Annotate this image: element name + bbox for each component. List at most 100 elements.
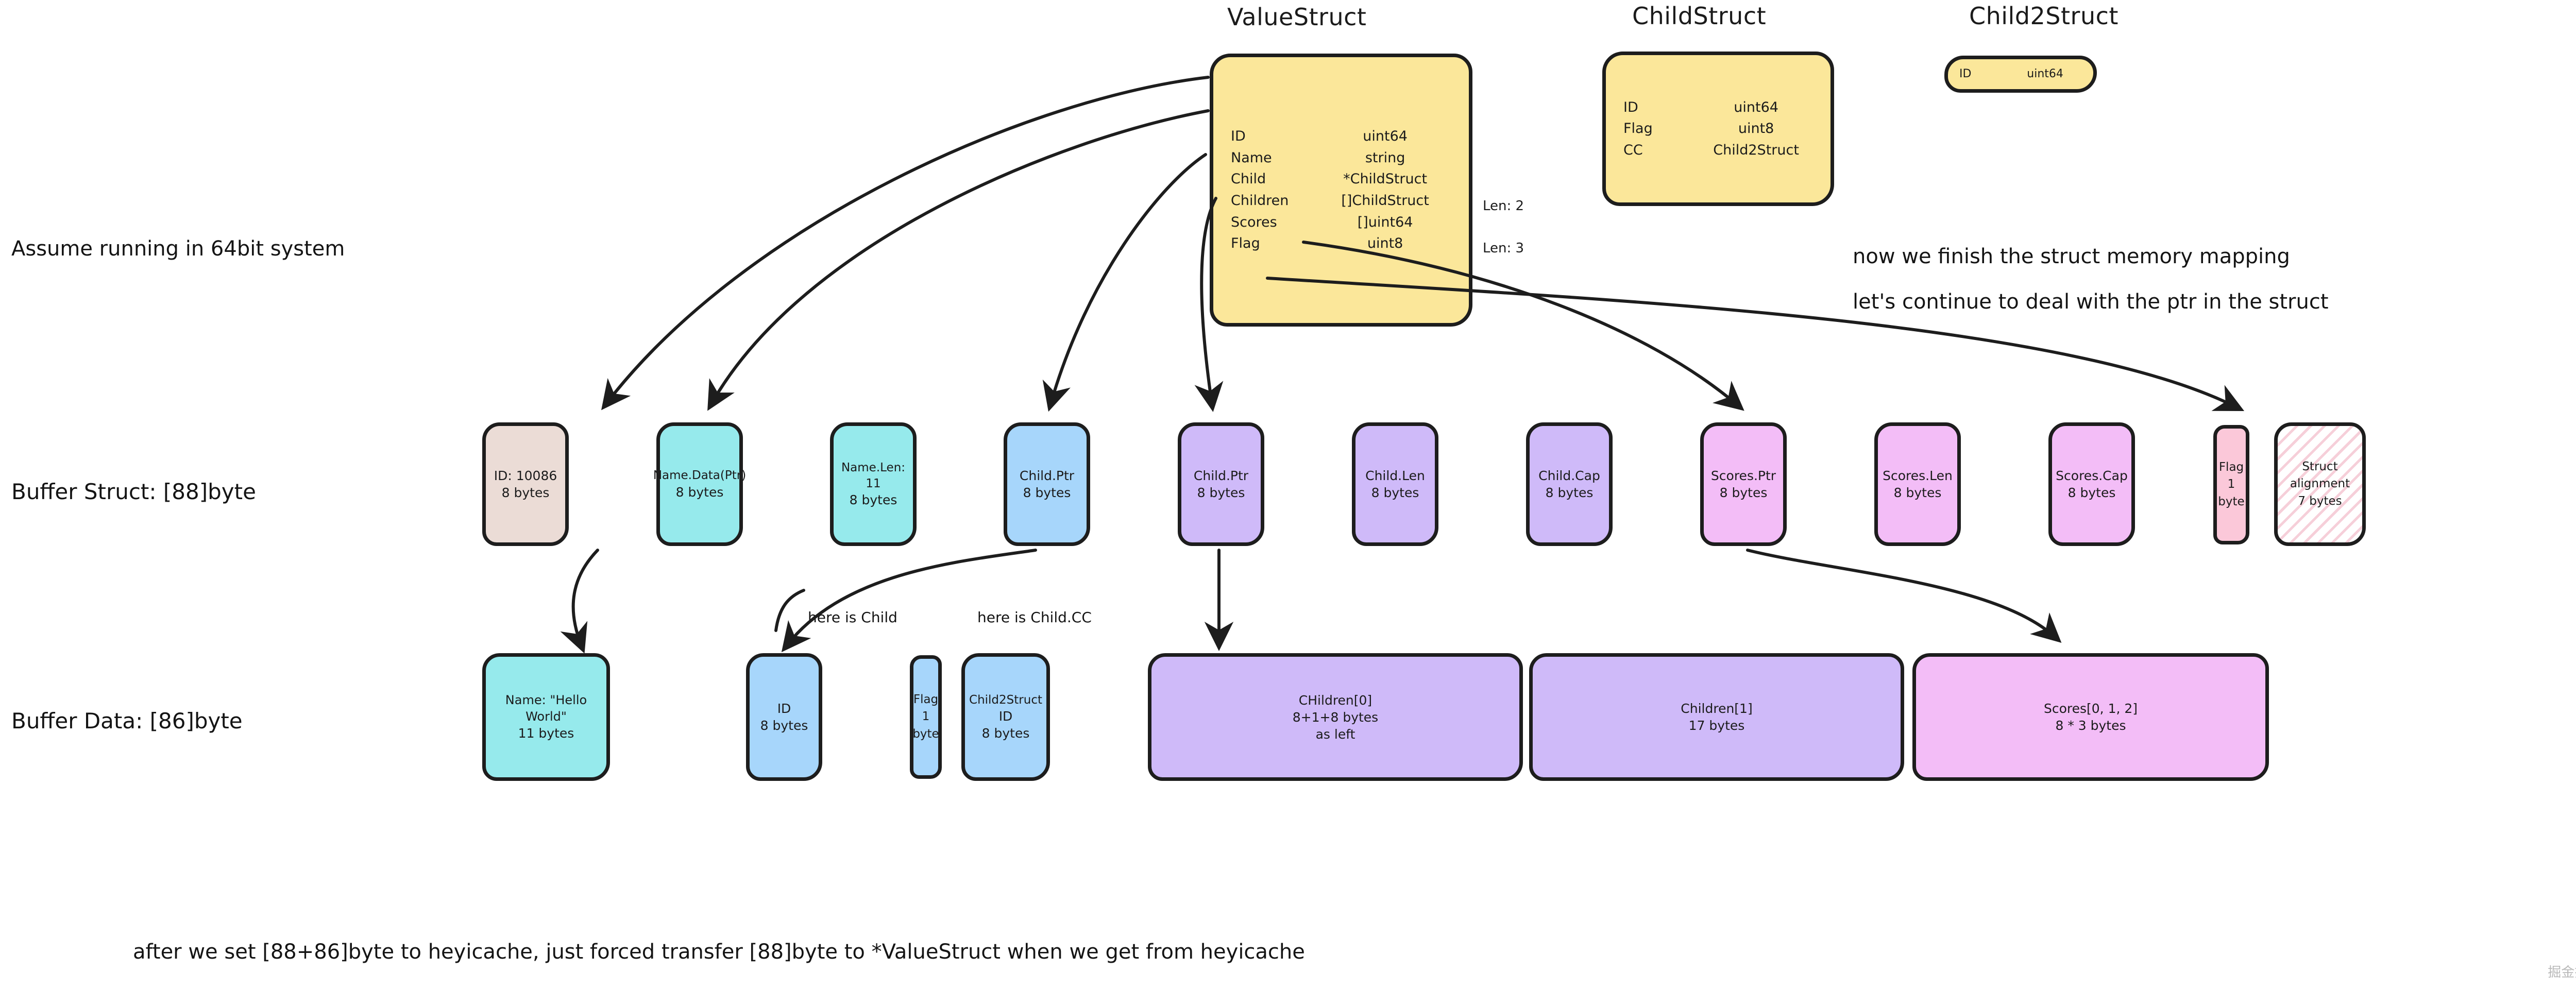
valuestruct-field-row: Flag uint8 [1231, 233, 1451, 254]
buffer-struct-cell: Scores.Ptr 8 bytes [1700, 422, 1787, 546]
buffer-struct-cell: Name.Len: 11 8 bytes [830, 422, 917, 546]
field-name: CC [1623, 142, 1643, 158]
cell-main: Children[1] [1681, 701, 1753, 716]
cell-sub: 8 bytes [1893, 485, 1942, 500]
cell-main: ID [777, 701, 791, 716]
cell-sub: 1 [2227, 478, 2235, 491]
field-type: Child2Struct [1713, 142, 1799, 158]
cell-sub: 8 * 3 bytes [2055, 718, 2126, 733]
valuestruct-field-row: Scores []uint64 [1231, 212, 1451, 233]
buffer-data-cell: CHildren[0] 8+1+8 bytes as left [1148, 653, 1523, 781]
cell-main: Child2Struct [969, 693, 1042, 707]
buffer-struct-cell-alignment: Struct alignment 7 bytes [2274, 422, 2366, 546]
buffer-struct-cell: Child.Len 8 bytes [1352, 422, 1438, 546]
cell-main: Scores.Len [1883, 468, 1953, 483]
cell-main: Child.Len [1365, 468, 1425, 483]
childstruct-field-row: CC Child2Struct [1623, 140, 1813, 161]
buffer-data-cell: Scores[0, 1, 2] 8 * 3 bytes [1912, 653, 2269, 781]
cell-main: Scores.Cap [2056, 468, 2128, 483]
field-name: Flag [1623, 121, 1653, 137]
cell-sub: alignment [2290, 477, 2350, 491]
scores-len-label: Len: 3 [1483, 241, 1524, 256]
cell-sub2: byte [2218, 494, 2245, 508]
cell-sub: 8 bytes [849, 492, 897, 507]
field-name: Name [1231, 149, 1272, 166]
cell-sub: 11 bytes [518, 726, 574, 741]
cell-main: Name.Data(Ptr) [653, 469, 747, 483]
cell-sub2: 8 bytes [981, 726, 1030, 741]
buffer-struct-cell-flag: Flag 1 byte [2213, 425, 2249, 544]
cell-main: CHildren[0] [1298, 692, 1372, 708]
cell-main: Name.Len: 11 [841, 461, 906, 490]
cell-sub: 8 bytes [1545, 485, 1594, 500]
buffer-struct-cell: Name.Data(Ptr) 8 bytes [653, 422, 747, 546]
buffer-struct-cell: Scores.Cap 8 bytes [2048, 422, 2135, 546]
cell-main: ID: 10086 [494, 468, 557, 483]
cell-main: Child.Cap [1538, 468, 1600, 483]
cell-sub: 1 [922, 710, 930, 724]
buffer-struct-cell: Scores.Len 8 bytes [1874, 422, 1961, 546]
children-len-label: Len: 2 [1483, 198, 1524, 214]
note-assume-64bit: Assume running in 64bit system [11, 237, 345, 261]
buffer-struct-cell: Child.Ptr 8 bytes [1178, 422, 1264, 546]
cell-sub: 8 bytes [2067, 485, 2116, 500]
cell-main: Child.Ptr [1019, 468, 1075, 483]
child2struct-field-row: ID uint64 [1959, 65, 2082, 83]
field-type: uint64 [2027, 67, 2063, 81]
field-name: ID [1959, 67, 1972, 81]
field-name: ID [1231, 128, 1246, 145]
buffer-struct-row-label: Buffer Struct: [88]byte [11, 479, 256, 504]
cell-sub: 8 bytes [501, 485, 550, 500]
valuestruct-field-row: ID uint64 [1231, 126, 1451, 147]
buffer-struct-cell: Child.Ptr 8 bytes [1004, 422, 1090, 546]
buffer-struct-cell: Child.Cap 8 bytes [1526, 422, 1613, 546]
field-type: string [1365, 149, 1405, 166]
buffer-data-cell: Child2Struct ID 8 bytes [961, 653, 1050, 781]
valuestruct-field-row: Children []ChildStruct [1231, 190, 1451, 212]
buffer-data-cell-flag: Flag 1 byte [910, 655, 942, 779]
cell-sub: 8 bytes [1719, 485, 1768, 500]
valuestruct-field-row: Name string [1231, 147, 1451, 169]
cell-sub: 17 bytes [1688, 718, 1745, 733]
childstruct-field-row: Flag uint8 [1623, 118, 1813, 140]
cell-sub2: 7 bytes [2298, 494, 2342, 508]
field-type: uint64 [1363, 128, 1408, 145]
cell-sub: 8 bytes [1023, 485, 1071, 500]
annotation-here-is-child: here is Child [808, 609, 897, 626]
field-type: uint8 [1738, 121, 1774, 137]
cell-main: Scores[0, 1, 2] [2043, 701, 2138, 716]
valuestruct-field-row: Child *ChildStruct [1231, 168, 1451, 190]
cell-main: Name: "Hello World" [505, 692, 587, 724]
cell-sub: 8 bytes [675, 484, 724, 500]
cell-sub: ID [998, 709, 1013, 724]
cell-sub: 8 bytes [760, 718, 808, 733]
field-name: Child [1231, 171, 1266, 187]
field-name: Scores [1231, 214, 1277, 230]
watermark: 掘金技术社区 @ yuadsl3010 [2548, 965, 2576, 980]
field-type: uint64 [1734, 99, 1778, 115]
cell-sub: 8+1+8 bytes [1292, 709, 1379, 725]
cell-sub: 8 bytes [1197, 485, 1245, 500]
valuestruct-box: ID uint64 Name string Child *ChildStruct… [1210, 54, 1472, 327]
field-type: *ChildStruct [1343, 171, 1428, 187]
field-type: []ChildStruct [1341, 193, 1429, 209]
cell-sub: 8 bytes [1371, 485, 1419, 500]
note-continue-ptr: let's continue to deal with the ptr in t… [1853, 290, 2329, 314]
cell-sub2: byte [912, 727, 939, 741]
valuestruct-title: ValueStruct [1227, 3, 1367, 31]
buffer-struct-cell: ID: 10086 8 bytes [482, 422, 569, 546]
field-type: uint8 [1367, 235, 1403, 252]
annotation-here-is-child-cc: here is Child.CC [977, 609, 1092, 626]
cell-main: Flag [2218, 460, 2244, 474]
field-type: []uint64 [1357, 214, 1413, 230]
childstruct-field-row: ID uint64 [1623, 97, 1813, 118]
buffer-data-cell: Name: "Hello World" 11 bytes [482, 653, 610, 781]
buffer-data-cell: Children[1] 17 bytes [1529, 653, 1904, 781]
field-name: Children [1231, 193, 1289, 209]
buffer-data-row-label: Buffer Data: [86]byte [11, 708, 243, 734]
cell-main: Struct [2302, 459, 2338, 473]
cell-sub2: as left [1315, 726, 1355, 742]
child2struct-box: ID uint64 [1944, 56, 2097, 93]
bottom-caption: after we set [88+86]byte to heyicache, j… [133, 940, 1305, 964]
